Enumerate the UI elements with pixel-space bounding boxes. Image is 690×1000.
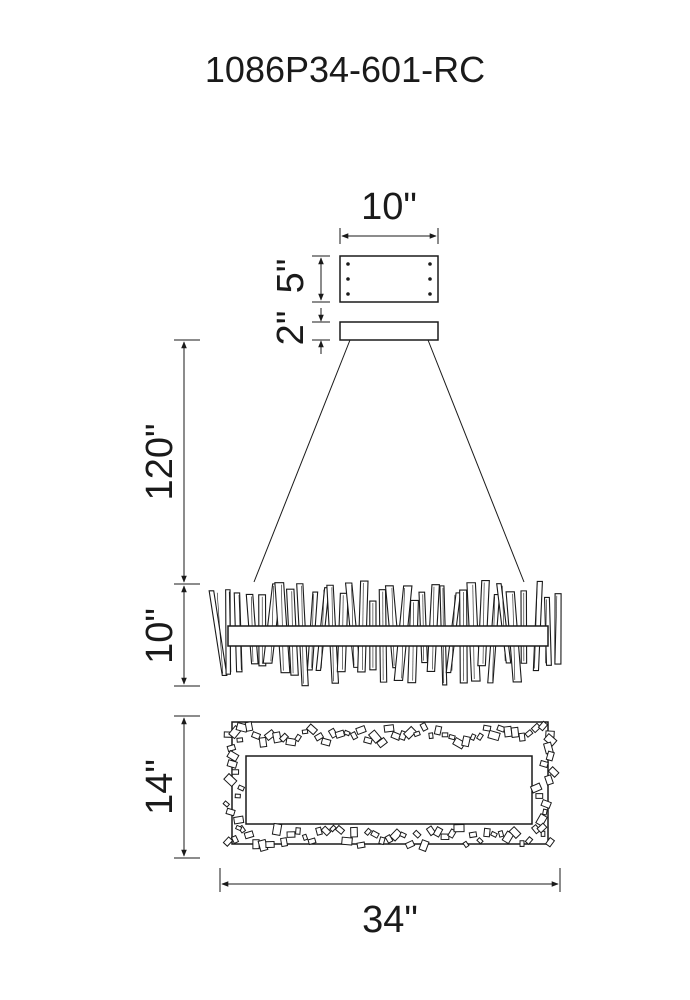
fixture-side-view — [208, 579, 562, 687]
fixture-frame-bar — [227, 625, 549, 647]
canopy-width-dimension: 10" — [339, 186, 439, 244]
canopy-height-label: 5" — [270, 259, 312, 294]
model-number-title: 1086P34-601-RC — [205, 49, 485, 90]
body-height-dimension: 10" — [139, 585, 200, 687]
crystal-cluster — [222, 720, 560, 853]
canopy-plate-label: 2" — [270, 311, 312, 346]
depth-dimension: 14" — [139, 715, 200, 859]
suspension-cables — [253, 339, 525, 583]
cable-length-dimension: 120" — [139, 339, 200, 585]
width-dimension: 34" — [219, 868, 561, 941]
cable-length-label: 120" — [139, 424, 181, 501]
depth-label: 14" — [139, 759, 181, 815]
width-label: 34" — [362, 899, 418, 941]
body-height-label: 10" — [139, 608, 181, 664]
canopy-height-dimension: 5" — [270, 255, 330, 303]
canopy-plate-dimension: 2" — [270, 308, 330, 354]
canopy — [339, 255, 439, 341]
canopy-width-label: 10" — [361, 186, 417, 228]
fixture-top-view — [222, 720, 560, 853]
